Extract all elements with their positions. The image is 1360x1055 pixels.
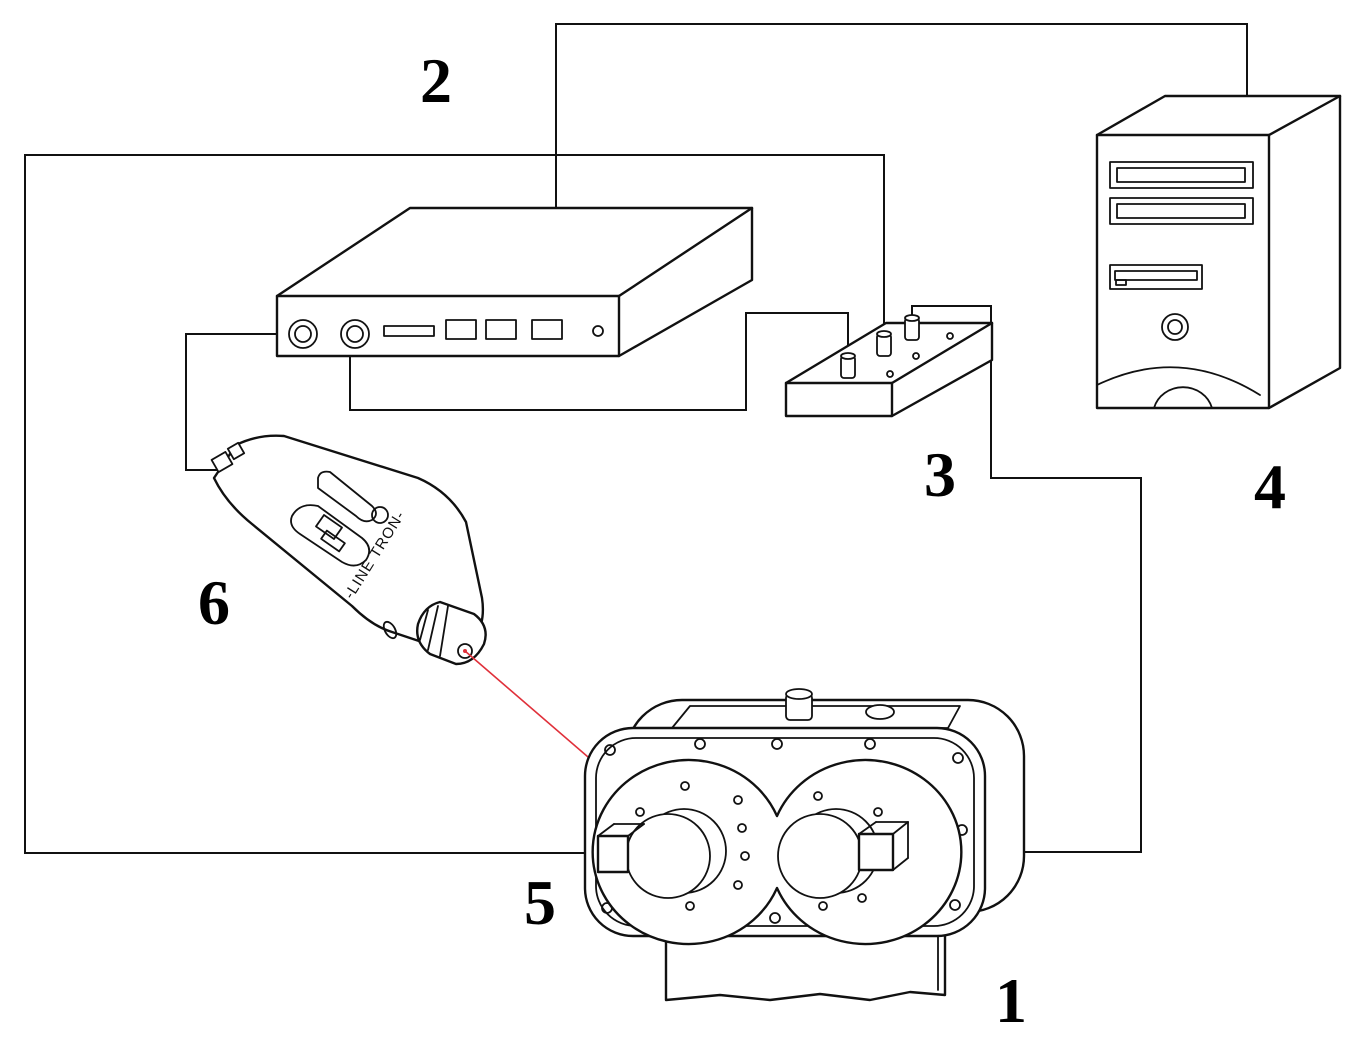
wire-box-to-right-sensor — [895, 305, 1142, 853]
callout-numbers: 2 3 4 6 5 1 — [198, 45, 1286, 1036]
callout-3: 3 — [924, 439, 956, 510]
junction-box — [784, 314, 994, 418]
callout-6: 6 — [198, 567, 230, 638]
signal-analyzer — [275, 206, 754, 358]
vibration-sensors — [596, 821, 909, 874]
laser-tachometer: -LINE TRON- — [210, 434, 487, 666]
callout-5: 5 — [524, 867, 556, 938]
callout-1: 1 — [995, 965, 1027, 1036]
sensor-left — [596, 834, 630, 874]
wire-tachometer-to-analyzer — [185, 333, 292, 471]
callout-2: 2 — [420, 45, 452, 116]
wiring — [24, 23, 1248, 854]
gear-pump — [583, 688, 1026, 1002]
wire-analyzer-to-computer — [555, 23, 1248, 208]
callout-4: 4 — [1254, 451, 1286, 522]
computer-tower — [1095, 94, 1342, 410]
sensor-right — [857, 832, 895, 872]
wire-left-sensor-to-box — [24, 154, 885, 854]
wire-analyzer-to-box — [349, 312, 849, 411]
